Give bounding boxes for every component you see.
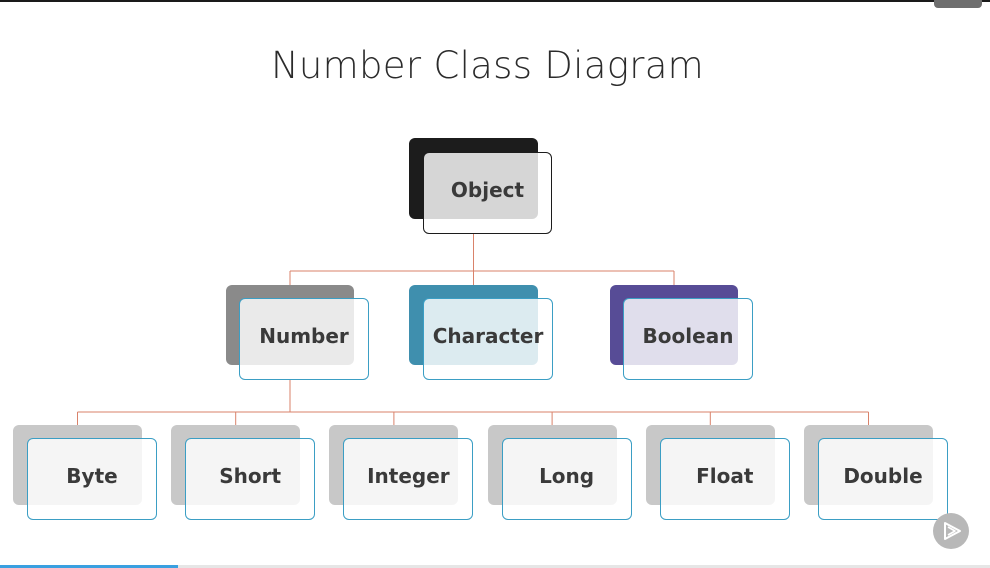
- node-label: Number: [259, 324, 349, 348]
- node-card: [423, 152, 552, 234]
- node-label: Float: [696, 464, 754, 488]
- node-card: [423, 298, 553, 380]
- node-card: [501, 438, 632, 520]
- node-label: Boolean: [642, 324, 734, 348]
- play-icon: [944, 522, 961, 540]
- corner-tab: [934, 0, 982, 8]
- node-card: [185, 438, 316, 520]
- node-card: [239, 298, 369, 380]
- node-card: [659, 438, 790, 520]
- node-label: Byte: [66, 464, 118, 488]
- node-card: [27, 438, 157, 520]
- node-label: Character: [432, 324, 544, 348]
- progress-bar[interactable]: [0, 565, 990, 568]
- node-label: Long: [539, 464, 595, 488]
- node-card: [818, 438, 948, 520]
- diagram-title: Number Class Diagram: [270, 44, 705, 87]
- node-label: Short: [219, 464, 282, 488]
- top-border: [0, 0, 990, 2]
- node-label: Object: [450, 178, 525, 202]
- node-label: Double: [843, 464, 923, 488]
- progress-fill: [0, 565, 179, 568]
- node-card: [343, 438, 474, 520]
- node-label: Integer: [367, 464, 450, 488]
- play-button[interactable]: [933, 513, 969, 549]
- node-card: [623, 298, 753, 380]
